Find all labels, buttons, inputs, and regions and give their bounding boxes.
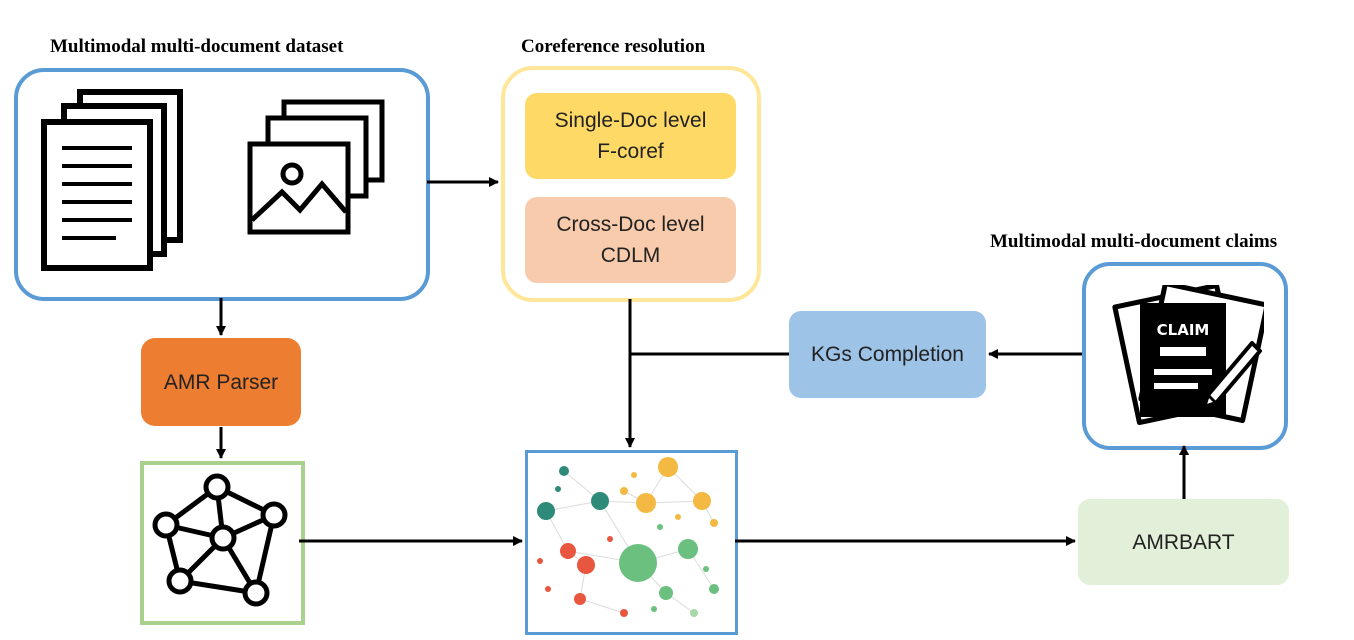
amr-parser-box: AMR Parser — [141, 338, 301, 426]
document-stack-icon — [41, 89, 183, 271]
claims-title: Multimodal multi-document claims — [990, 231, 1278, 252]
image-stack-icon — [247, 99, 385, 235]
amrbart-box: AMRBART — [1078, 499, 1289, 585]
graph-box — [140, 461, 305, 625]
knowledge-graph-image — [537, 457, 719, 617]
kg-completion-box: KGs Completion — [789, 311, 986, 398]
single-doc-box: Single-Doc level F-coref — [525, 93, 736, 179]
claim-icon-text: CLAIM — [1157, 321, 1210, 339]
graph-icon — [152, 473, 288, 607]
claim-icon: CLAIM — [1112, 285, 1264, 425]
cross-doc-box: Cross-Doc level CDLM — [525, 197, 736, 283]
dataset-title: Multimodal multi-document dataset — [50, 36, 344, 57]
coref-title: Coreference resolution — [521, 36, 706, 57]
